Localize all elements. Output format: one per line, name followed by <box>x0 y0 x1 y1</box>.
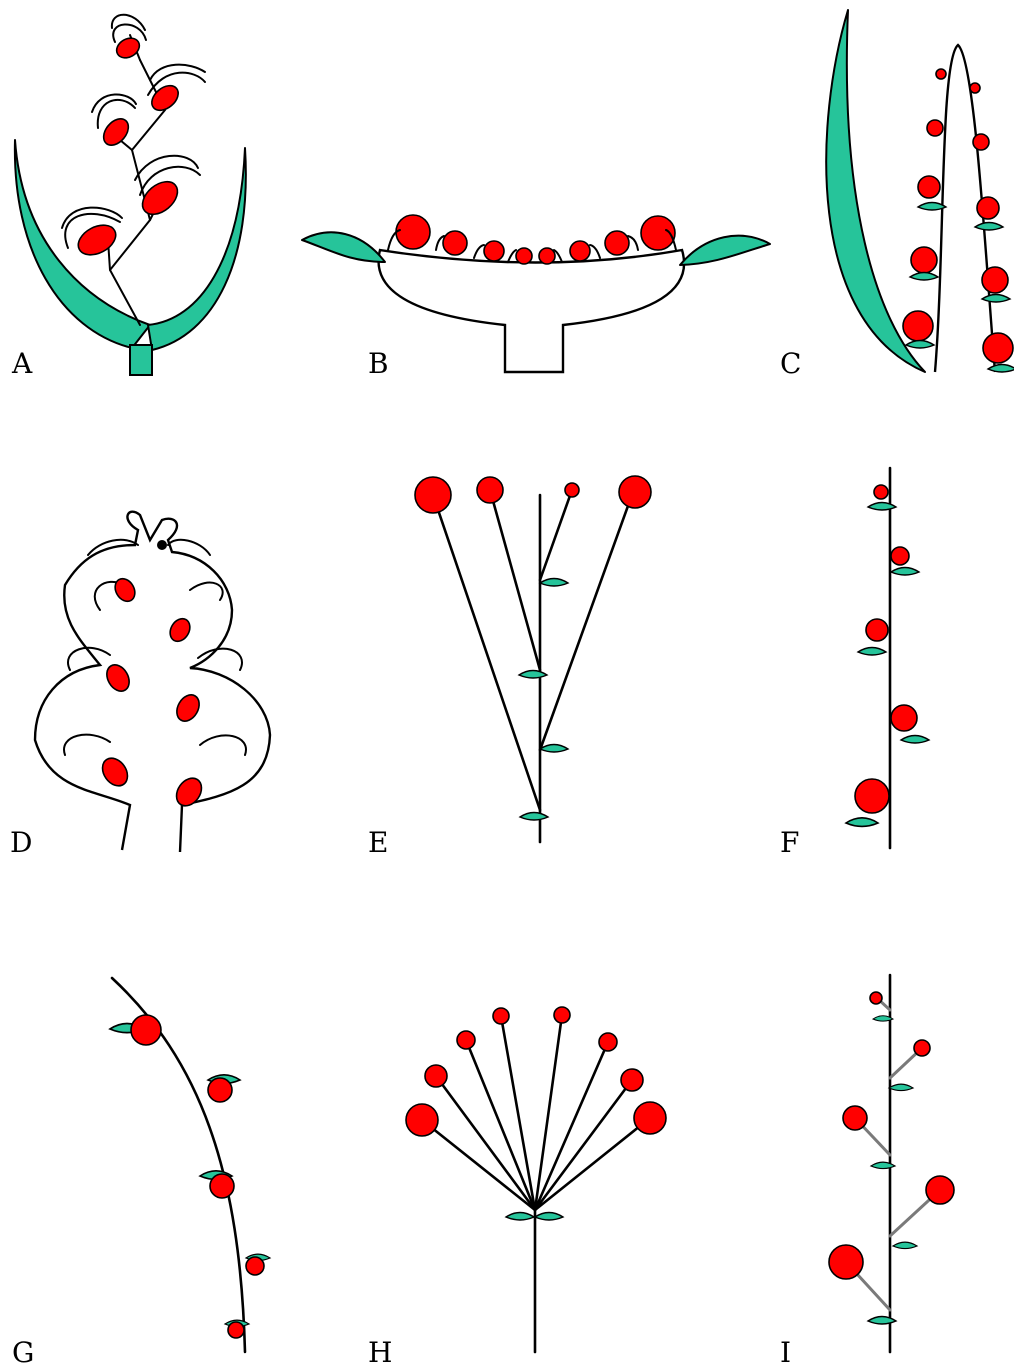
axis-a <box>108 35 165 325</box>
bract-right-b <box>680 236 770 265</box>
panel-label-d: D <box>10 826 32 859</box>
pedicels-e <box>433 490 633 810</box>
panel-i: I <box>780 975 954 1369</box>
florets-f <box>846 485 929 826</box>
panel-f: F <box>780 468 929 859</box>
panel-g: G <box>12 978 270 1369</box>
panel-h: H <box>368 1007 666 1369</box>
panel-label-e: E <box>368 826 388 859</box>
panel-c: C <box>780 10 1014 380</box>
panel-d: D <box>10 512 270 859</box>
bract-right-a <box>148 148 246 350</box>
peduncle-a <box>130 345 152 375</box>
receptacle-b <box>379 250 685 372</box>
panel-label-b: B <box>368 347 389 380</box>
florets-g <box>110 1015 270 1338</box>
panel-label-g: G <box>12 1336 34 1369</box>
panel-label-c: C <box>780 347 801 380</box>
panel-label-h: H <box>368 1336 392 1369</box>
panel-e: E <box>368 476 651 859</box>
bract-left-b <box>302 232 385 262</box>
florets-h <box>406 1007 666 1220</box>
florets-a <box>62 15 205 261</box>
panel-label-f: F <box>780 826 799 859</box>
florets-i <box>829 992 954 1324</box>
panel-b: B <box>302 215 770 380</box>
panel-a: A <box>11 15 246 380</box>
panel-label-a: A <box>11 347 33 380</box>
axis-d <box>35 512 270 852</box>
panel-label-i: I <box>780 1336 791 1369</box>
